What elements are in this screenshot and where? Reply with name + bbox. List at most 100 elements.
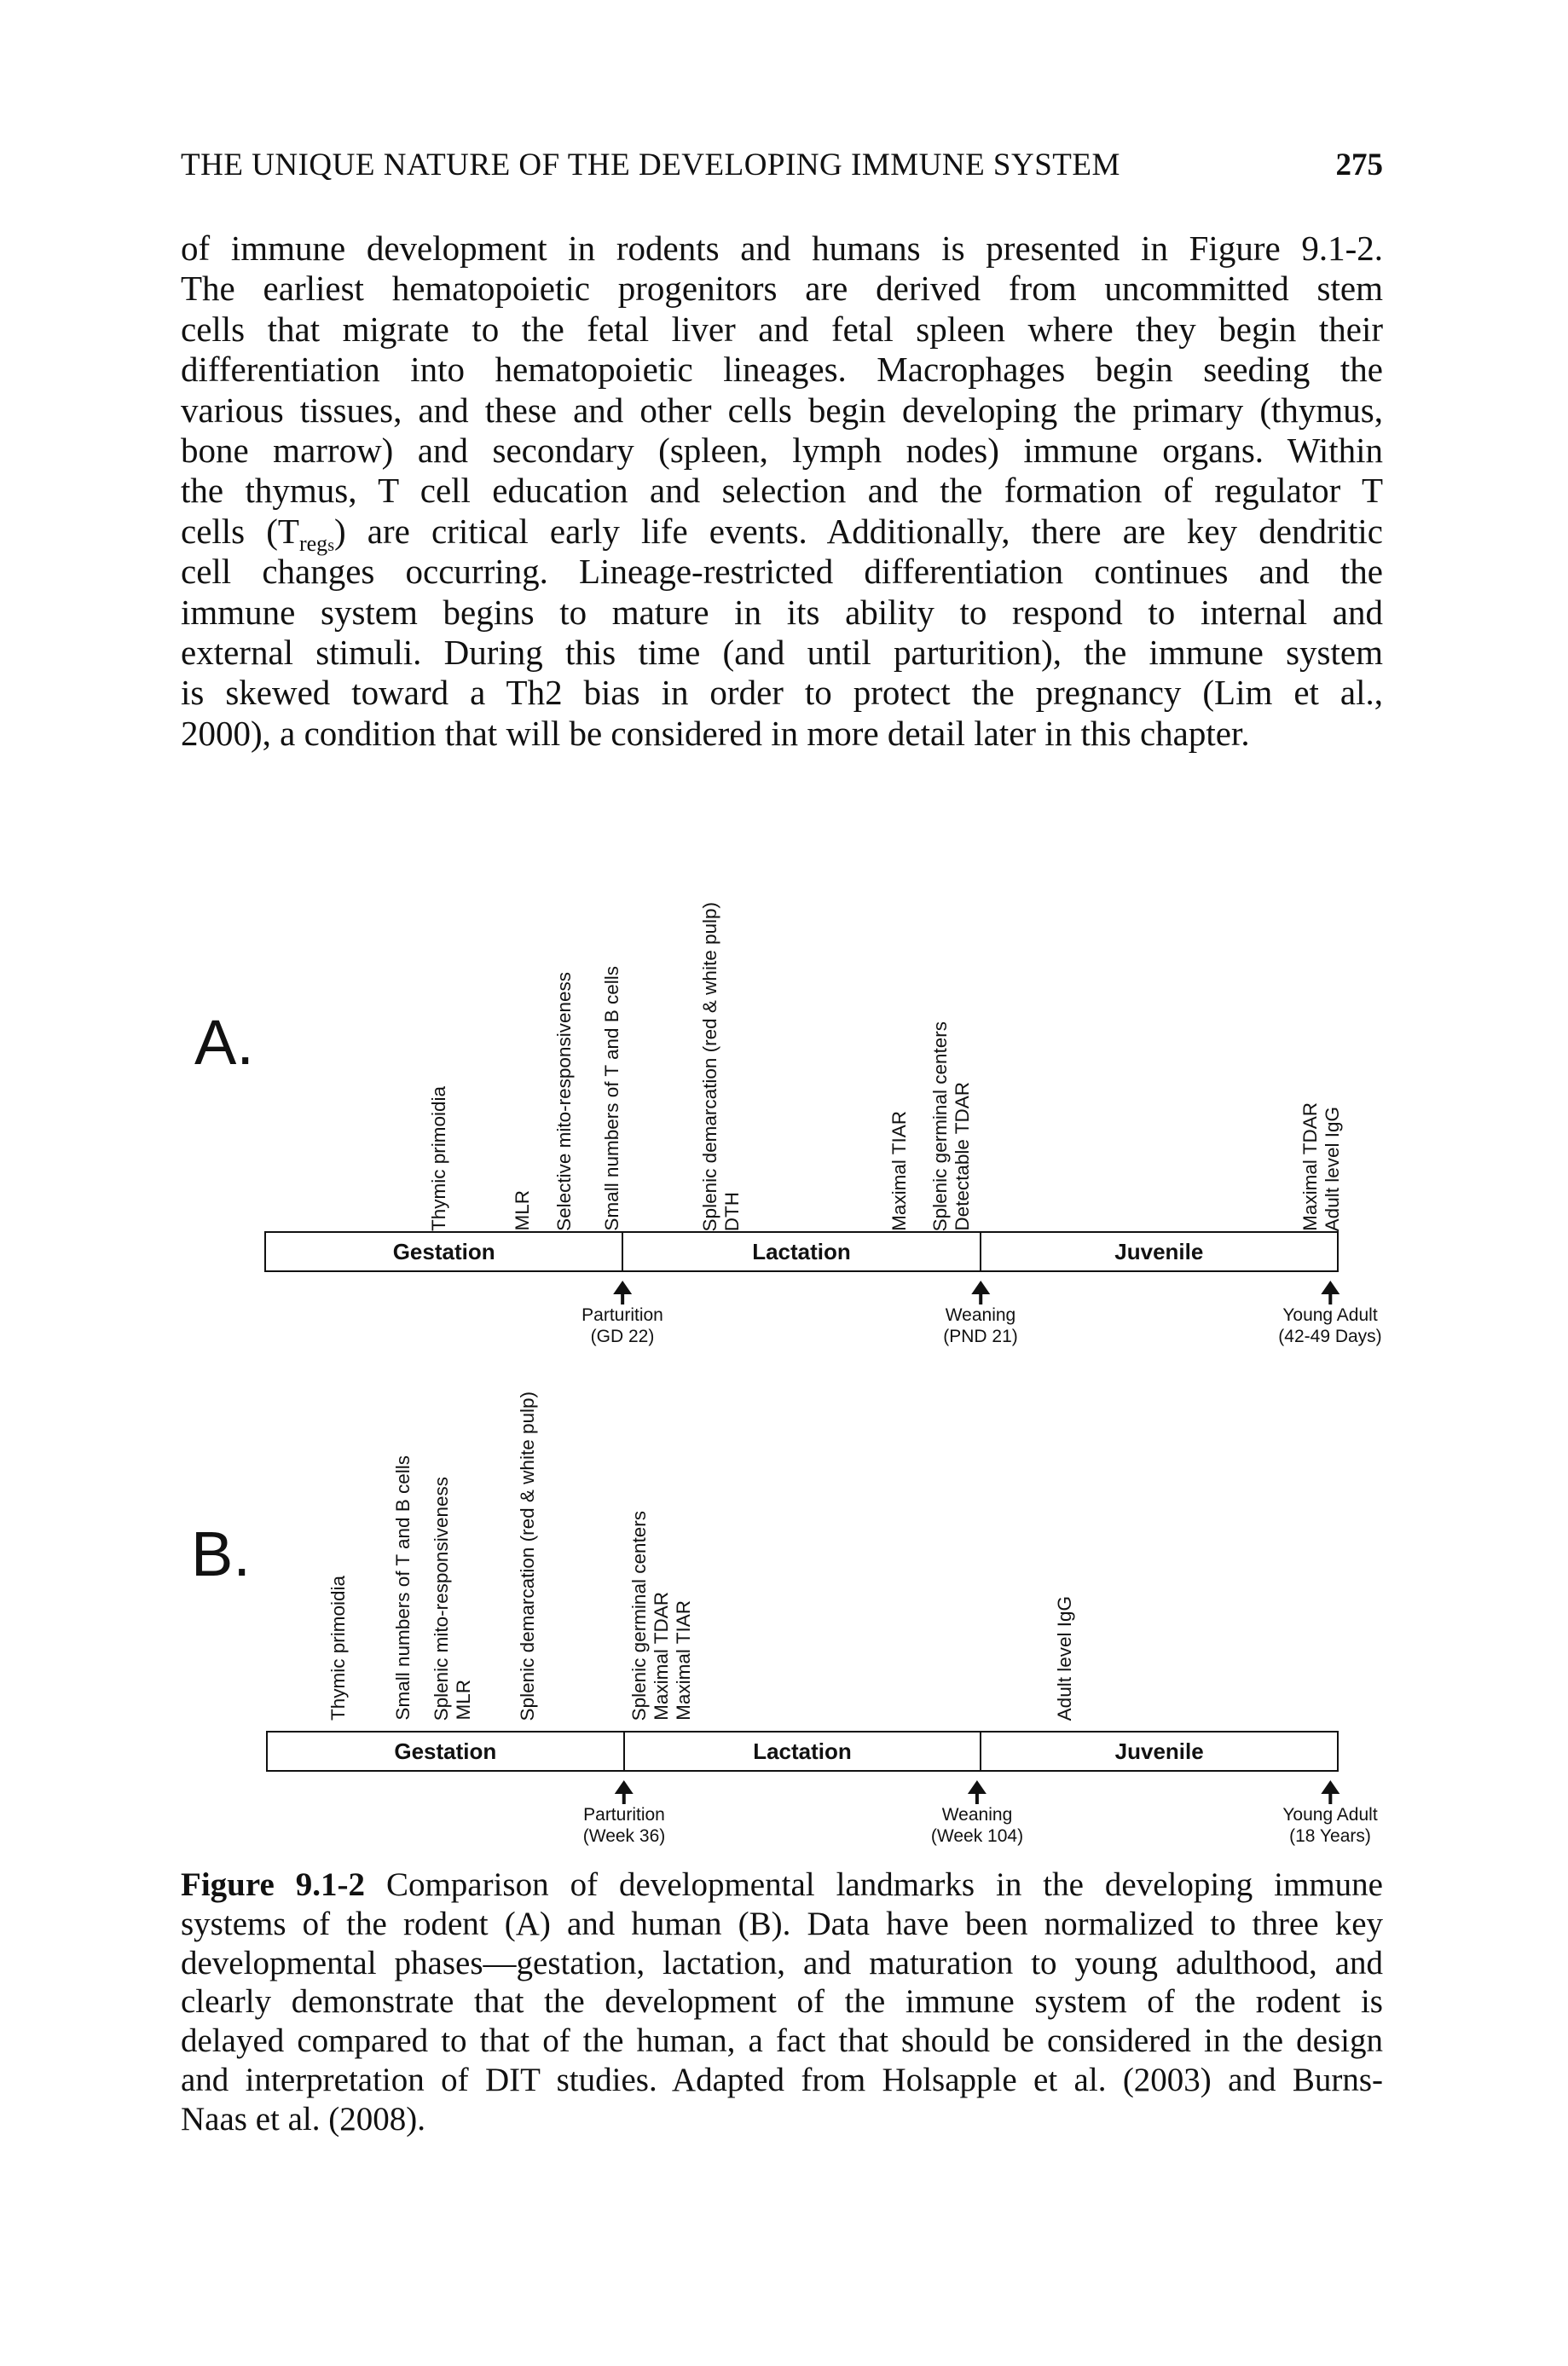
landmark-label: Splenic mito-responsiveness (431, 1476, 452, 1721)
landmark-group: Thymic primoidia (327, 1576, 350, 1721)
up-arrow-icon (967, 1780, 987, 1804)
phase-lactation: Lactation (625, 1733, 982, 1770)
landmark-label: Splenic demarcation (red & white pulp) (699, 901, 720, 1231)
up-arrow-icon (613, 1281, 632, 1304)
body-line: immune system begins to mature in its ab… (181, 592, 1383, 632)
milestone-parturition: Parturition (Week 36) (583, 1780, 665, 1847)
body-line: of immune development in rodents and hum… (181, 229, 1383, 268)
body-line: differentiation into hematopoietic linea… (181, 350, 1383, 390)
body-line: cells that migrate to the fetal liver an… (181, 309, 1383, 349)
phase-bar: Gestation Lactation Juvenile (266, 1731, 1339, 1772)
body-line: is skewed toward a Th2 bias in order to … (181, 673, 1383, 713)
milestone-weaning: Weaning (Week 104) (931, 1780, 1023, 1847)
body-line: The earliest hematopoietic progenitors a… (181, 269, 1383, 309)
caption-line: Figure 9.1-2 Comparison of developmental… (181, 1866, 1383, 1905)
tregs-post: ) are critical early life events. Additi… (333, 511, 1383, 551)
milestone-sub: (GD 22) (590, 1327, 655, 1346)
landmark-label: Small numbers of T and B cells (601, 966, 622, 1231)
up-arrow-icon (971, 1281, 990, 1304)
milestone-sub: (18 Years) (1289, 1826, 1371, 1846)
milestone-label: Weaning (945, 1305, 1016, 1325)
up-arrow-icon (1321, 1780, 1339, 1804)
landmark-label: Detectable TDAR (952, 1082, 973, 1231)
landmark-label: Maximal TDAR (651, 1592, 672, 1721)
page-number: 275 (1335, 148, 1384, 182)
milestone-label: Young Adult (1282, 1805, 1378, 1825)
body-line: bone marrow) and secondary (spleen, lymp… (181, 430, 1383, 470)
milestone-label: Young Adult (1282, 1305, 1378, 1325)
body-line: 2000), a condition that will be consider… (181, 713, 1250, 753)
landmark-group: Thymic primoidia (428, 1086, 450, 1231)
landmark-group: Selective mito-responsiveness (553, 972, 576, 1231)
body-line-tregs: cells (Tregs) are critical early life ev… (181, 511, 1383, 556)
landmark-group: Splenic germinal centers Detectable TDAR (929, 1021, 974, 1231)
milestone-young-adult: Young Adult (42-49 Days) (1278, 1281, 1382, 1347)
phase-juvenile: Juvenile (1114, 1738, 1204, 1764)
tregs-pre: cells (T (181, 511, 299, 551)
phase-bar: Gestation Lactation Juvenile (264, 1231, 1339, 1272)
landmark-label: Adult level IgG (1322, 1106, 1343, 1231)
landmark-label: Splenic demarcation (red & white pulp) (517, 1391, 538, 1721)
phase-gestation: Gestation (268, 1733, 625, 1770)
up-arrow-icon (614, 1780, 634, 1804)
body-line: the thymus, T cell education and selecti… (181, 471, 1383, 511)
landmark-label: Adult level IgG (1054, 1595, 1075, 1721)
phase-gestation: Gestation (266, 1233, 624, 1270)
landmark-group: Splenic germinal centers Maximal TDAR Ma… (628, 1511, 695, 1721)
landmark-label: Maximal TIAR (888, 1111, 910, 1231)
body-paragraph: of immune development in rodents and hum… (181, 229, 1383, 754)
milestone-sub: (Week 36) (582, 1826, 666, 1846)
caption-label: Figure 9.1-2 (181, 1866, 365, 1903)
landmark-group: Splenic demarcation (red & white pulp) (517, 1391, 539, 1721)
caption-line: delayed compared to that of the human, a… (181, 2022, 1383, 2060)
milestone-label: Parturition (583, 1805, 665, 1825)
milestone-parturition: Parturition (GD 22) (581, 1281, 663, 1347)
landmark-group: Small numbers of T and B cells (392, 1455, 414, 1721)
landmark-group: Small numbers of T and B cells (601, 966, 623, 1231)
landmark-label: Thymic primoidia (428, 1085, 449, 1231)
landmark-group: Maximal TIAR (888, 1111, 911, 1231)
figure-caption: Figure 9.1-2 Comparison of developmental… (181, 1866, 1383, 2139)
landmark-group: Splenic mito-responsiveness MLR (431, 1477, 475, 1721)
caption-line: clearly demonstrate that the development… (181, 1983, 1383, 2021)
caption-line: Naas et al. (2008). (181, 2100, 425, 2137)
running-head: THE UNIQUE NATURE OF THE DEVELOPING IMMU… (181, 147, 1383, 194)
milestone-label: Parturition (581, 1305, 663, 1325)
landmark-label: Maximal TIAR (673, 1600, 694, 1721)
timeline-panel-b: B. Thymic primoidia Small numbers of T a… (0, 1381, 1568, 1859)
phase-juvenile: Juvenile (1114, 1239, 1204, 1264)
landmark-label: MLR (512, 1190, 533, 1231)
milestone-sub: (Week 104) (930, 1826, 1024, 1846)
landmark-label: DTH (721, 1191, 743, 1231)
caption-line: and interpretation of DIT studies. Adapt… (181, 2061, 1383, 2098)
caption-line: systems of the rodent (A) and human (B).… (181, 1905, 1383, 1942)
landmark-label: Thymic primoidia (327, 1575, 349, 1721)
milestone-sub: (PND 21) (943, 1327, 1018, 1346)
running-head-title: THE UNIQUE NATURE OF THE DEVELOPING IMMU… (181, 148, 1120, 182)
phase-lactation: Lactation (623, 1233, 981, 1270)
milestone-young-adult: Young Adult (18 Years) (1282, 1780, 1378, 1847)
landmark-label: Maximal TDAR (1299, 1102, 1321, 1231)
landmark-group: Maximal TDAR Adult level IgG (1299, 1102, 1344, 1231)
landmark-group: MLR (512, 1190, 534, 1231)
caption-text: Comparison of developmental landmarks in… (385, 1866, 1383, 1903)
landmark-group: Adult level IgG (1054, 1596, 1076, 1721)
body-line: various tissues, and these and other cel… (181, 390, 1383, 430)
landmark-group: Splenic demarcation (red & white pulp) D… (699, 902, 743, 1231)
landmark-label: Splenic germinal centers (929, 1021, 951, 1231)
panel-letter: A. (194, 1007, 254, 1078)
milestone-label: Weaning (941, 1805, 1013, 1825)
landmark-label: Splenic germinal centers (628, 1510, 650, 1721)
milestone-sub: (42-49 Days) (1278, 1327, 1382, 1346)
body-line: cell changes occurring. Lineage-restrict… (181, 552, 1383, 592)
milestone-weaning: Weaning (PND 21) (943, 1281, 1018, 1347)
tregs-subscript: regs (298, 530, 334, 556)
up-arrow-icon (1320, 1281, 1339, 1304)
landmark-label: Selective mito-responsiveness (553, 972, 575, 1231)
landmark-label: Small numbers of T and B cells (392, 1455, 414, 1721)
body-line: external stimuli. During this time (and … (181, 632, 1383, 672)
caption-line: developmental phases—gestation, lactatio… (181, 1944, 1383, 1981)
panel-letter: B. (191, 1519, 251, 1589)
landmark-label: MLR (453, 1680, 474, 1721)
timeline-panel-a: A. Thymic primoidia MLR Selective mito-r… (0, 878, 1568, 1356)
